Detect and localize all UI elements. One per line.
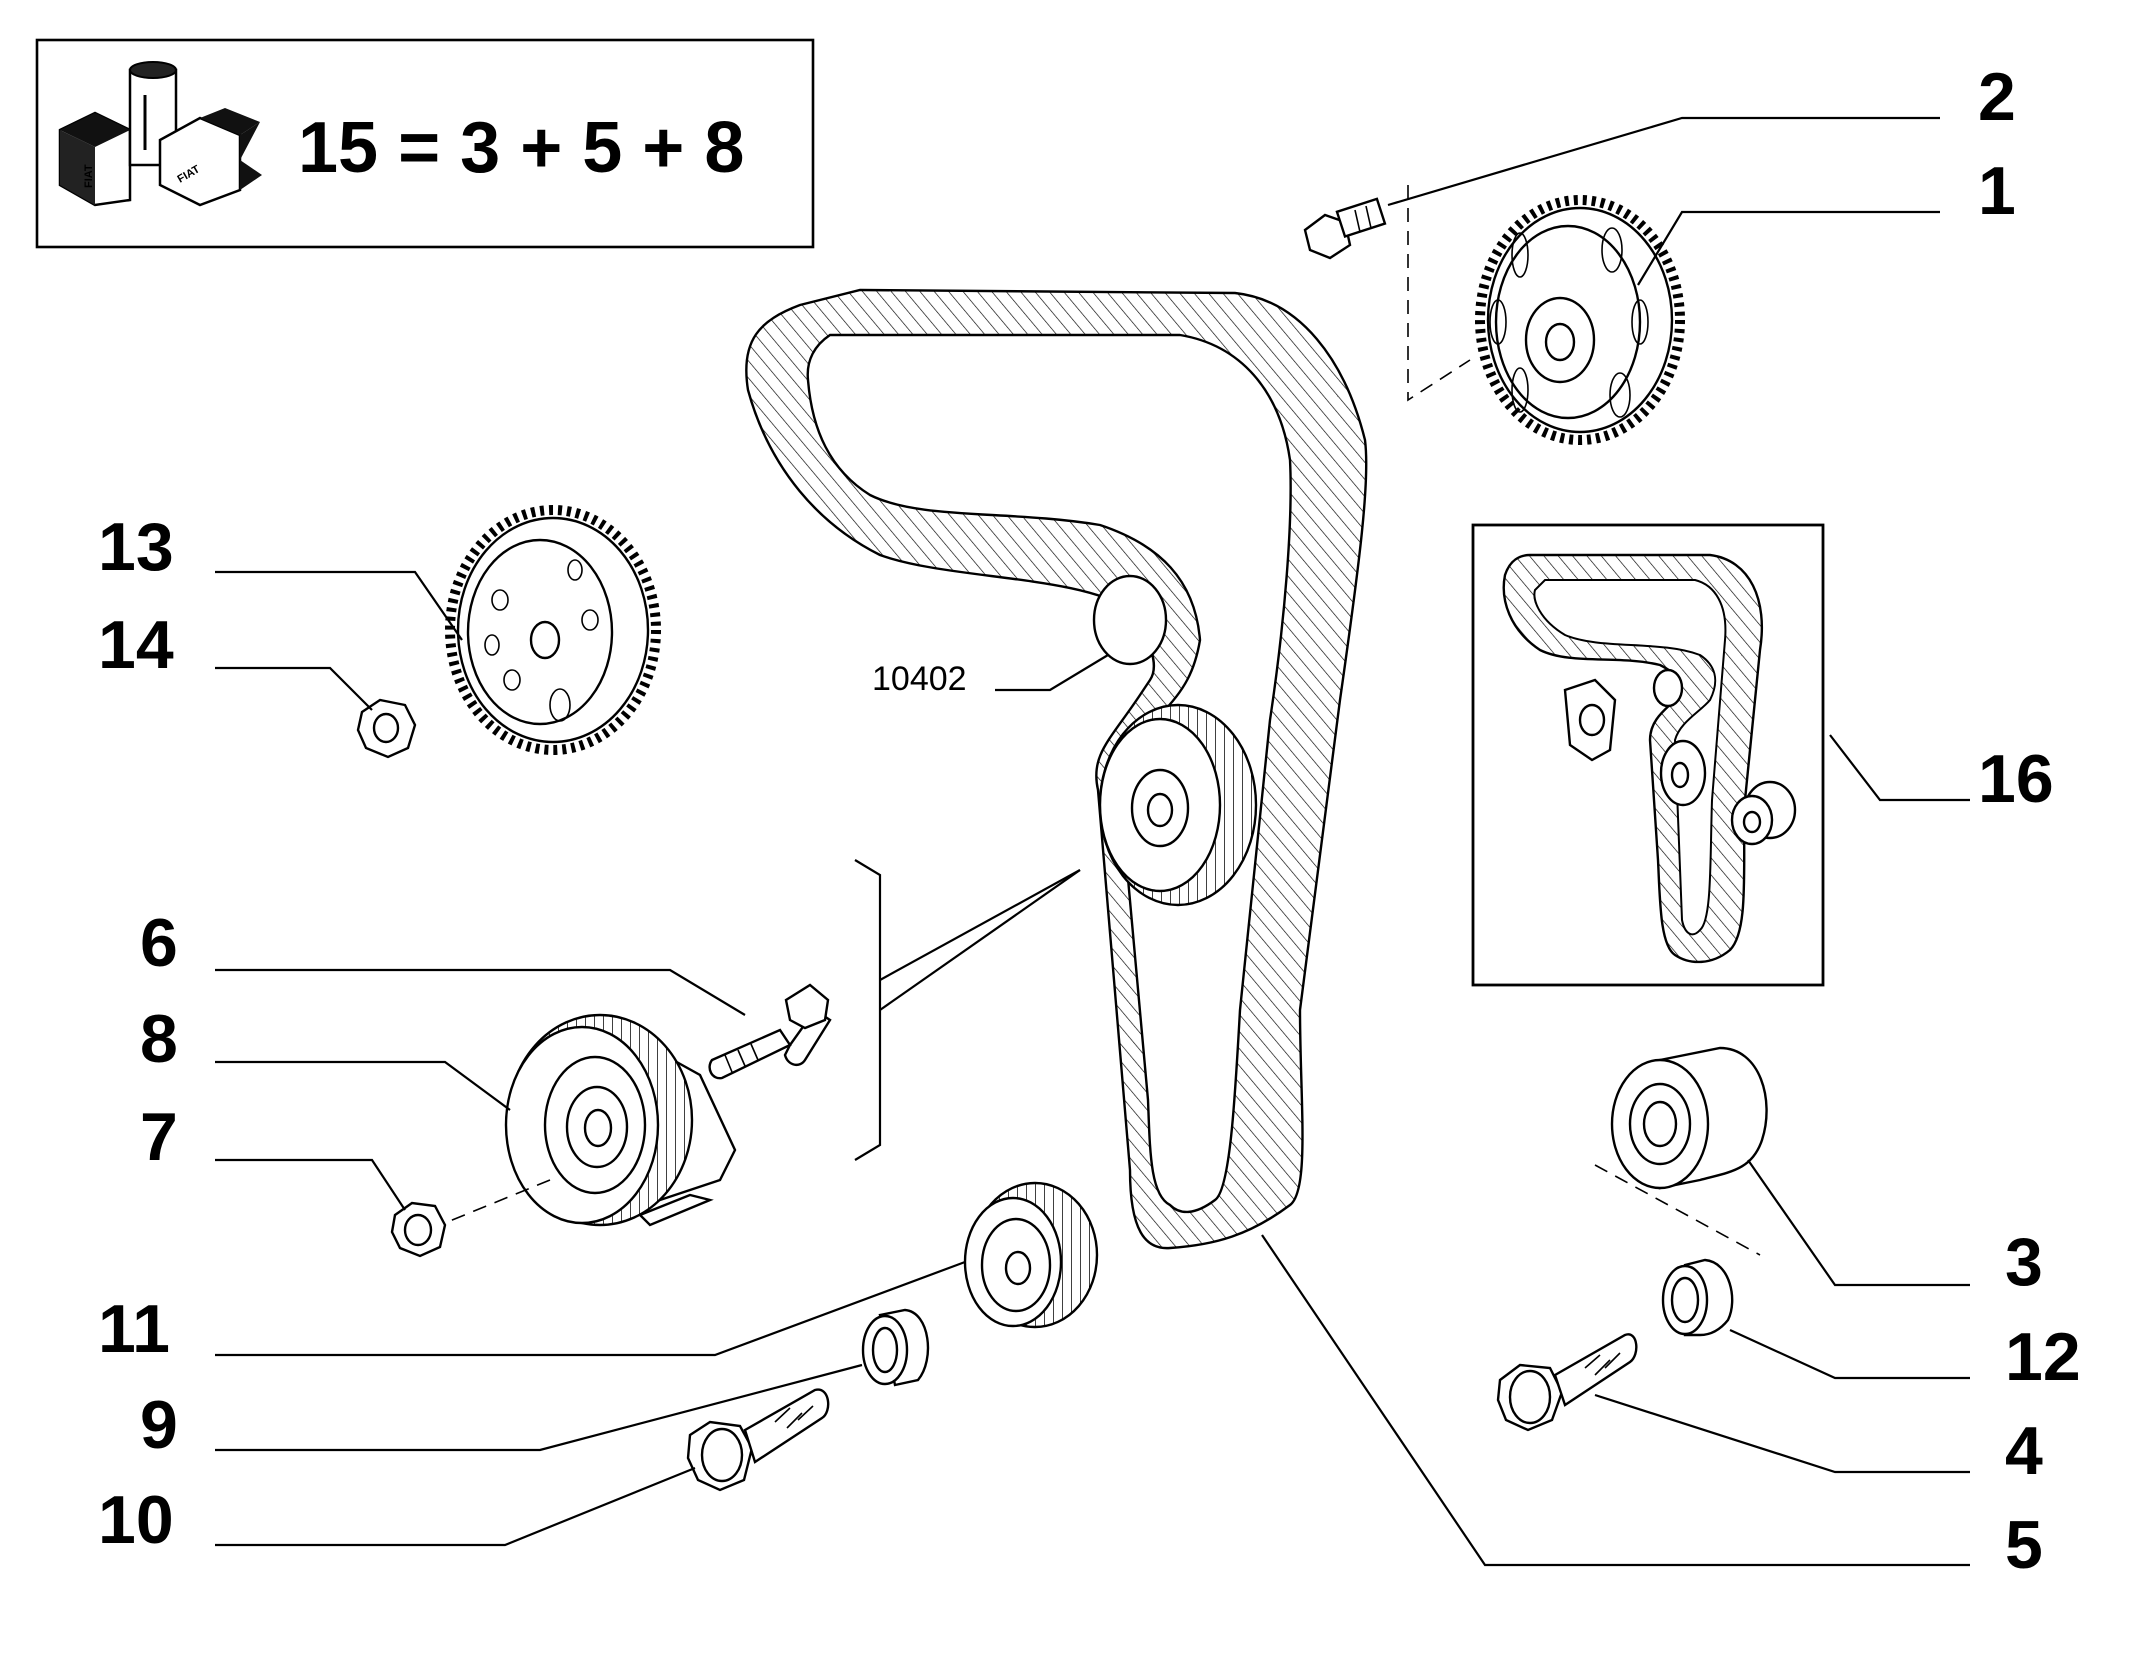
leader-9 [215,1363,863,1452]
leader-8 [215,1060,511,1111]
leader-1 [1637,210,1940,286]
kit-info-box: FIAT FIAT 15 = 3 + 5 + 8 [35,38,815,249]
callout-10: 10 [98,1482,174,1558]
part-8-axis-line [439,1179,551,1226]
callout-6: 6 [140,905,178,981]
leader-7 [215,1158,406,1211]
bolt-part-4 [1496,1333,1638,1432]
callout-9: 9 [140,1387,178,1463]
leader-6 [215,968,746,1016]
callout-8: 8 [140,1001,178,1077]
leader-lines [215,116,1970,1567]
callout-12: 12 [2005,1319,2081,1395]
bolt-part-10 [686,1388,830,1492]
kit-formula: 15 = 3 + 5 + 8 [298,108,744,188]
bolt-part-2 [1303,197,1387,260]
leader-5 [1261,1234,1970,1567]
callout-13: 13 [98,509,174,585]
assembly-bracket [854,859,882,1161]
leader-2 [1387,116,1940,207]
leader-10 [215,1466,696,1547]
part-3-axis-line [1594,1164,1761,1256]
spacer-part-12 [1661,1258,1734,1337]
spacer-part-9 [861,1308,930,1387]
camshaft-pulley-part-1 [1475,195,1685,445]
callout-7: 7 [140,1099,178,1175]
fiat-parts-kit-icon: FIAT FIAT [58,61,262,207]
leader-14 [215,666,373,711]
kit-inset-part-16 [1471,523,1825,987]
tensioner-part-8 [504,1013,737,1227]
crankshaft-pulley-part-11 [963,1181,1099,1329]
callout-1: 1 [1978,153,2016,229]
bolt-part-6 [708,983,832,1080]
nut-part-7 [390,1201,447,1258]
timing-belt-part-5 [745,288,1368,1250]
callout-3: 3 [2005,1224,2043,1300]
kit-box-label-left: FIAT [83,164,95,188]
callout-11: 11 [98,1291,170,1367]
leader-10402 [995,654,1109,692]
leader-13 [215,570,463,641]
belt-tensioner-pulley [1098,703,1258,907]
leader-4 [1594,1393,1970,1474]
leader-11 [215,1260,966,1357]
callout-4: 4 [2005,1413,2043,1489]
leader-3 [1747,1159,1970,1287]
belt-idler-roller [1092,574,1168,666]
leader-16 [1829,734,1970,802]
assembly-bracket-arrow-bottom [879,869,1081,1011]
pulley-part-13 [445,505,661,755]
part-1-axis-line [1407,185,1471,402]
idler-roller-part-3 [1610,1046,1768,1190]
callout-14: 14 [98,607,174,683]
callout-2: 2 [1978,59,2016,135]
callout-16: 16 [1978,741,2054,817]
reference-code: 10402 [872,660,967,698]
nut-part-14 [356,698,417,759]
leader-12 [1729,1328,1970,1380]
callout-5: 5 [2005,1507,2043,1583]
assembly-bracket-arrow-top [879,869,1081,981]
